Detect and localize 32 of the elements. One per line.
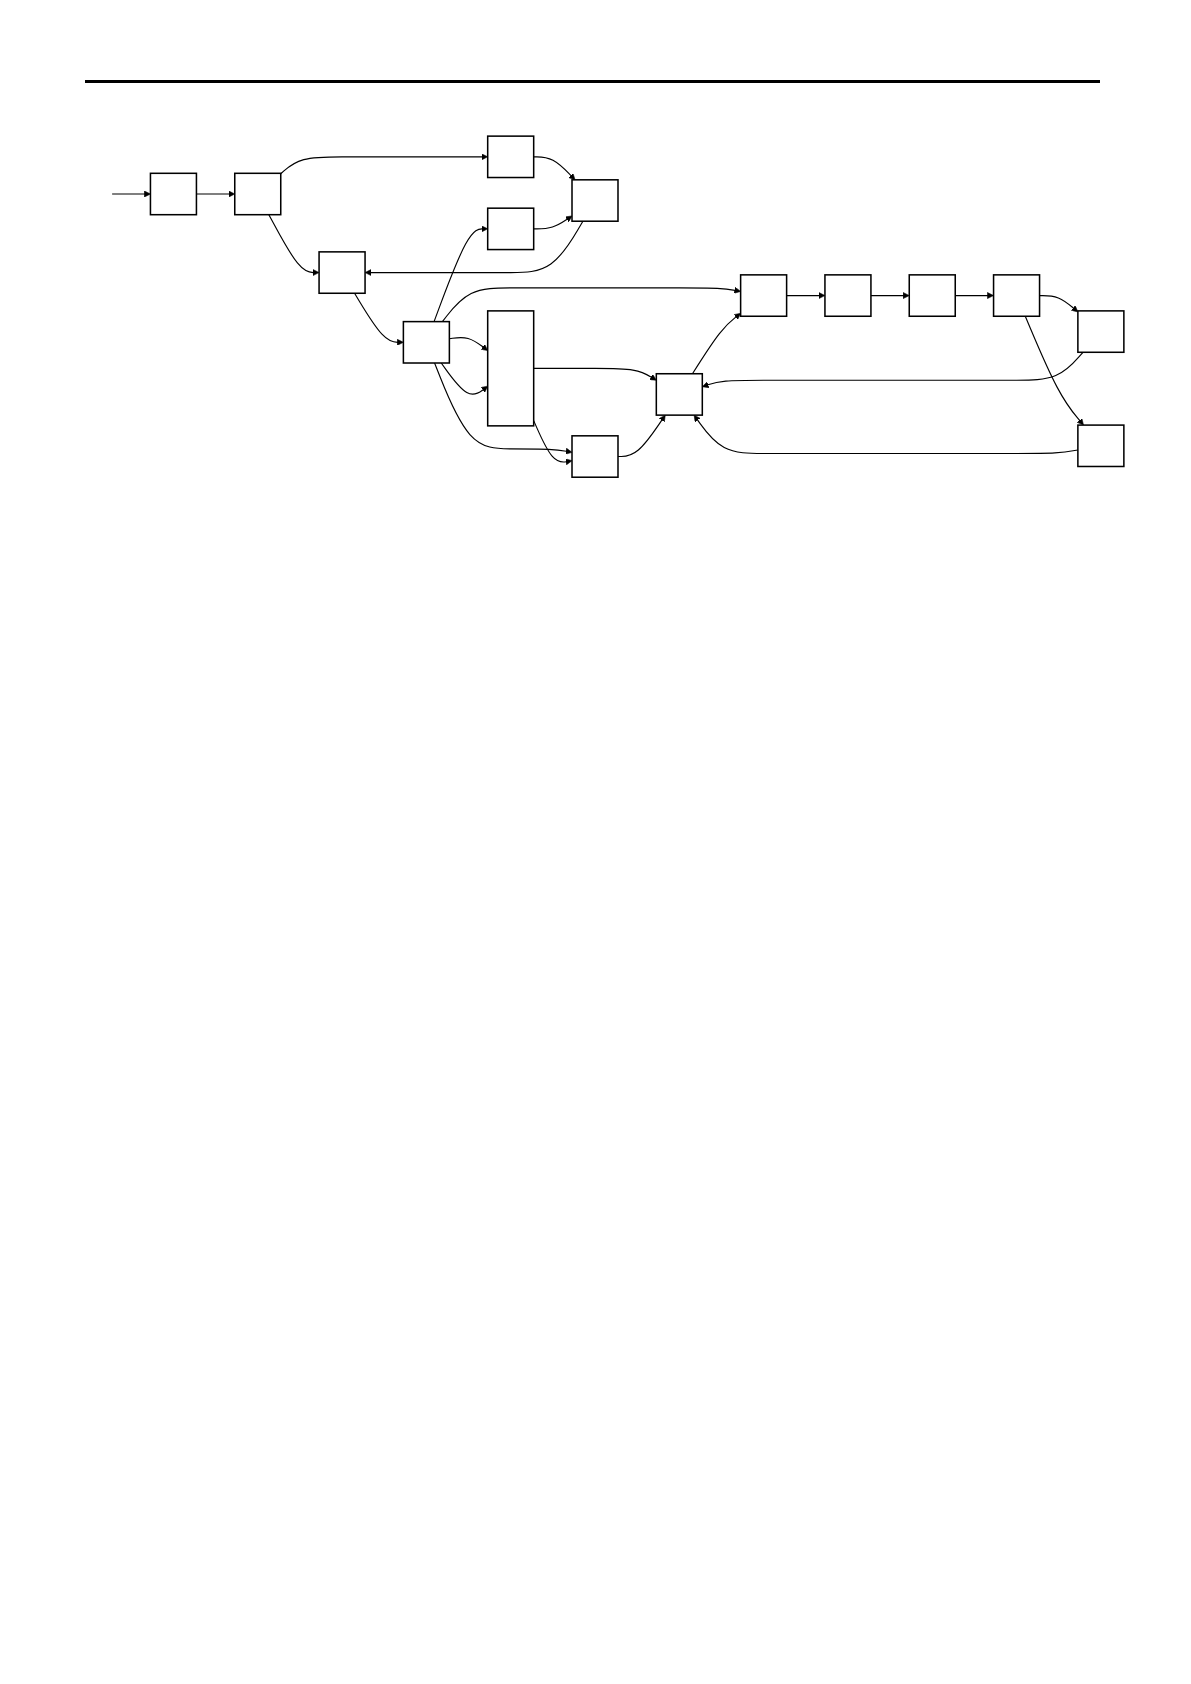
node-box [571, 179, 619, 222]
arrow [1024, 315, 1084, 426]
arrow [691, 313, 741, 375]
node-box [824, 274, 872, 317]
arrow [441, 286, 741, 323]
node-box [655, 372, 704, 416]
node-box [992, 274, 1041, 317]
arrow [280, 153, 488, 175]
node-box [908, 274, 956, 317]
arrow [440, 362, 488, 395]
node-box [318, 251, 366, 295]
arrow [434, 362, 573, 455]
arrow [870, 292, 910, 299]
arrow [433, 225, 488, 323]
arrow [702, 351, 1084, 388]
node-box [1077, 424, 1125, 468]
arrow [268, 214, 320, 276]
node-bar [486, 310, 535, 427]
node-box [1077, 310, 1125, 354]
arrow [354, 292, 404, 346]
node-box [486, 135, 535, 179]
arrow [617, 414, 666, 458]
node-box [149, 172, 198, 216]
arrow [111, 190, 151, 198]
node-box [571, 435, 619, 478]
arrow [533, 215, 573, 230]
arrow [533, 156, 576, 181]
node-box [402, 320, 451, 364]
node-box [234, 172, 282, 216]
node-box [739, 274, 788, 317]
arrow [533, 367, 657, 381]
node-box [486, 207, 535, 251]
